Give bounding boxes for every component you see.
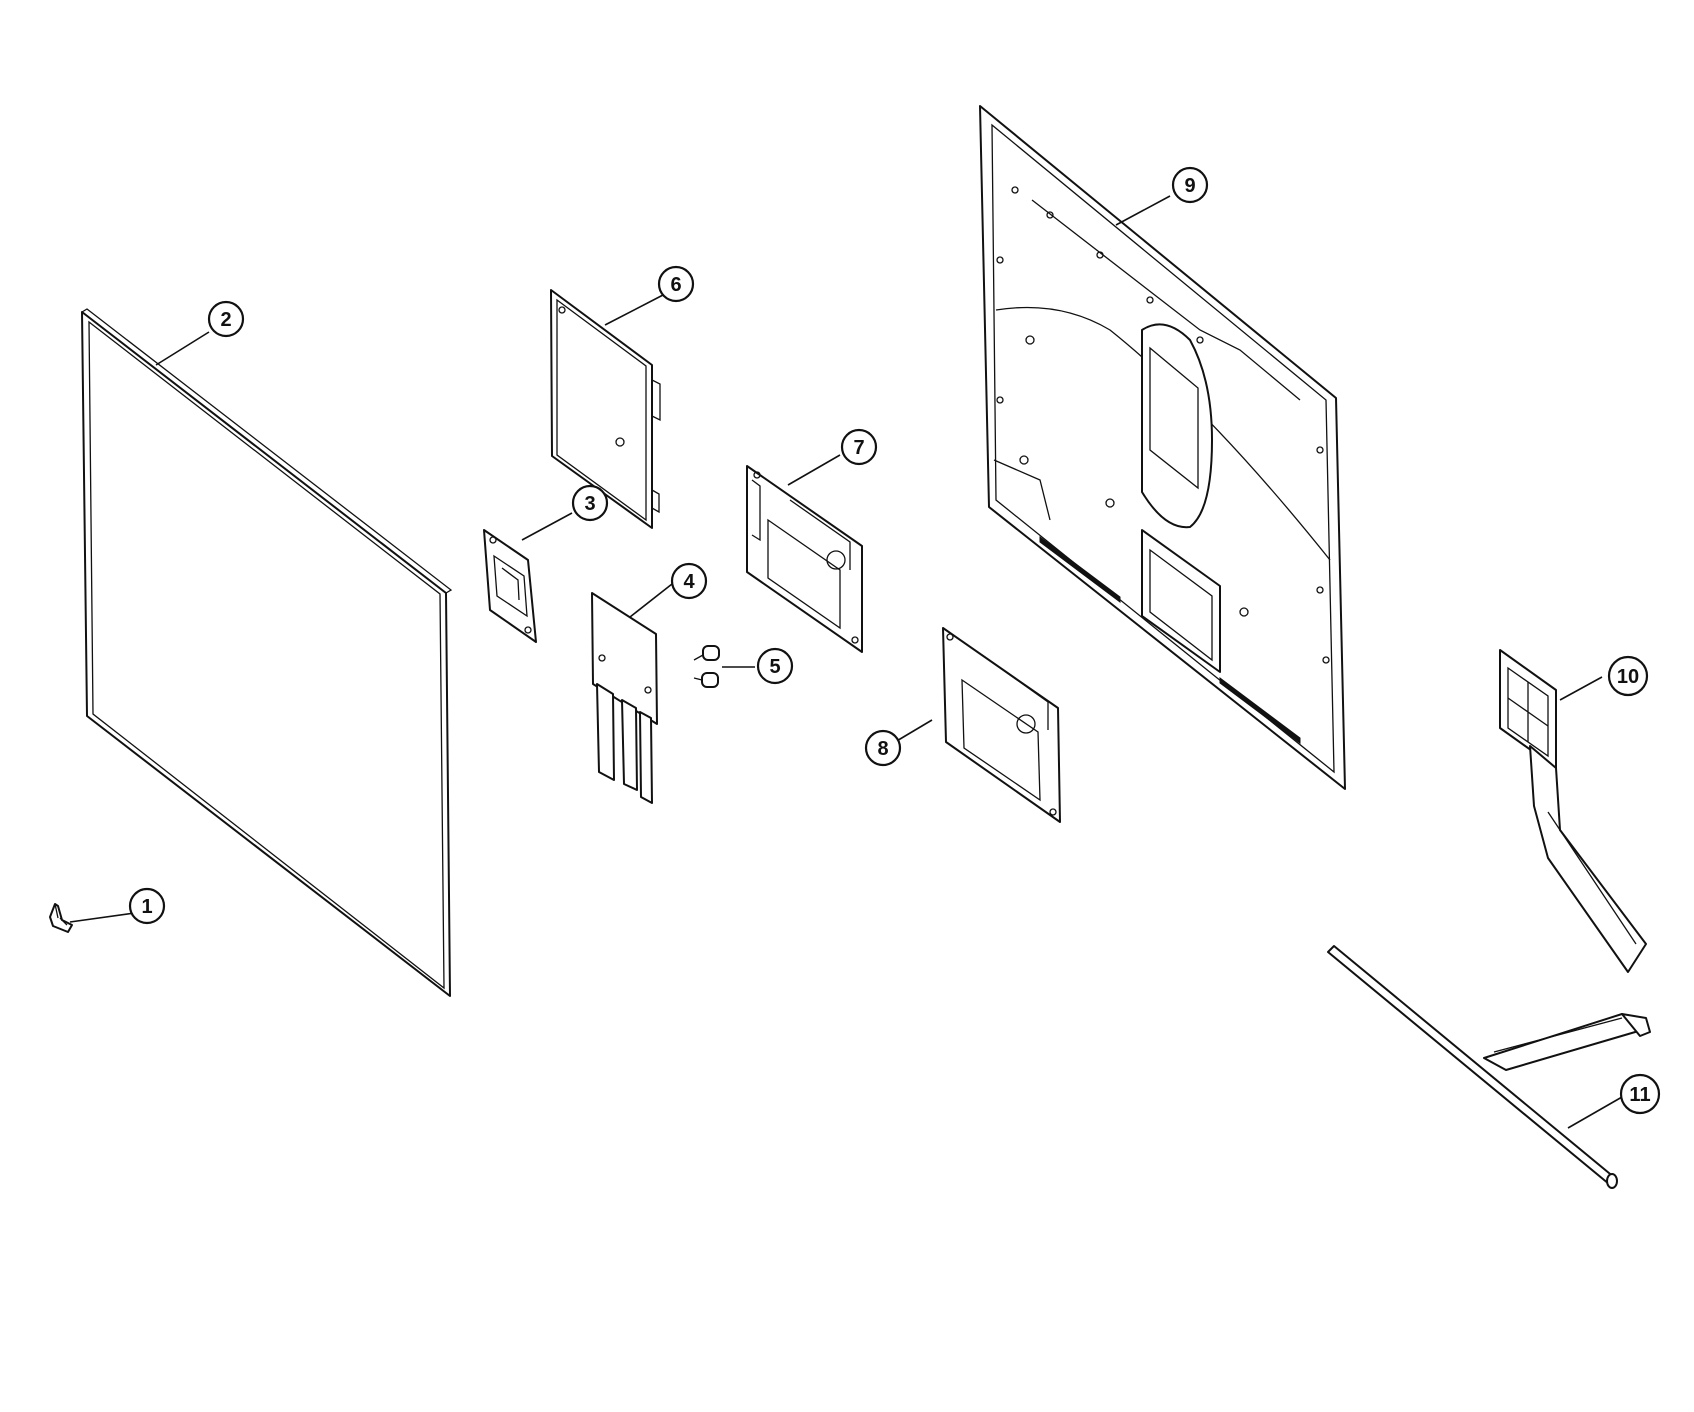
leader-lines [69, 195, 1623, 1129]
part-1-clip [49, 903, 73, 933]
part-6-main-board [550, 289, 661, 529]
callout-8-label: 8 [877, 738, 888, 760]
callout-10: 10 [1607, 655, 1649, 697]
callout-6: 6 [657, 265, 695, 303]
callout-4-label: 4 [683, 571, 695, 593]
callout-10-label: 10 [1617, 666, 1639, 688]
leader-1 [69, 912, 136, 923]
callout-2: 2 [207, 300, 245, 338]
callout-2-label: 2 [220, 309, 231, 331]
callout-9-label: 9 [1184, 175, 1195, 197]
callout-1-label: 1 [141, 896, 152, 918]
callout-9: 9 [1171, 166, 1209, 204]
part-8-speaker [942, 627, 1061, 823]
part-3-bracket [483, 529, 537, 643]
callout-3-label: 3 [584, 493, 595, 515]
callout-7-label: 7 [853, 437, 864, 459]
leader-6 [604, 294, 664, 326]
leader-8 [894, 719, 933, 743]
callout-4: 4 [670, 562, 708, 600]
part-2-display-panel [81, 308, 453, 997]
callout-11-label: 11 [1629, 1084, 1650, 1106]
callout-5-label: 5 [769, 656, 780, 678]
callout-1: 1 [128, 887, 166, 925]
leader-2 [155, 331, 210, 366]
callout-8: 8 [864, 729, 902, 767]
callout-3: 3 [571, 484, 609, 522]
leader-7 [787, 454, 841, 486]
leader-4 [629, 583, 673, 618]
part-10-stand-neck [1499, 649, 1647, 973]
callout-6-label: 6 [670, 274, 681, 296]
callout-11: 11 [1619, 1073, 1661, 1115]
leader-11 [1567, 1096, 1623, 1129]
part-5-buttons [693, 645, 720, 688]
leader-10 [1559, 676, 1603, 701]
part-9-rear-cover [979, 105, 1346, 790]
leader-9 [1115, 195, 1171, 226]
part-7-speaker [746, 465, 863, 653]
callout-5: 5 [756, 647, 794, 685]
part-11-stand-base [1327, 945, 1651, 1189]
callout-7: 7 [840, 428, 878, 466]
leader-3 [521, 512, 573, 541]
part-4-board-with-cables [591, 592, 658, 804]
